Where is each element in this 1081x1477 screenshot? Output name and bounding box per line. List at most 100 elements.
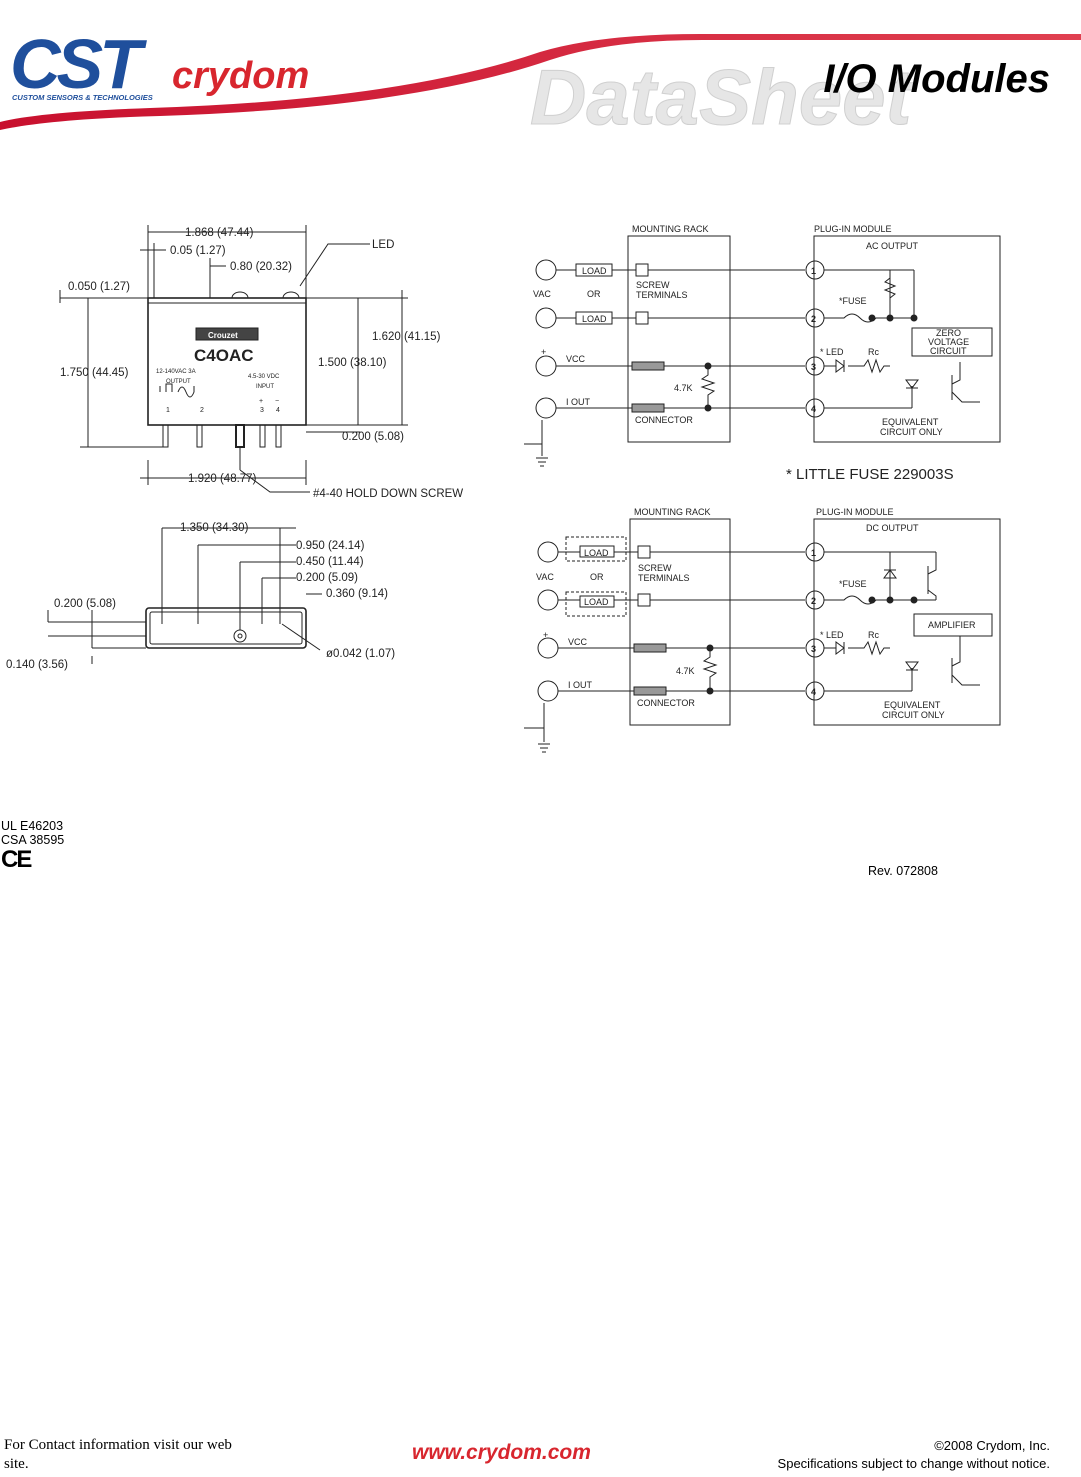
dc-terminals: TERMINALS bbox=[638, 573, 690, 583]
ac-vcc: VCC bbox=[566, 354, 586, 364]
dc-output: DC OUTPUT bbox=[866, 523, 919, 533]
module-output-label: OUTPUT bbox=[166, 379, 191, 385]
dim-1868: 1.868 (47.44) bbox=[185, 227, 254, 239]
module-symbol bbox=[159, 383, 195, 398]
dim-080: 0.80 (20.32) bbox=[230, 261, 292, 273]
dc-equiv: EQUIVALENT bbox=[884, 700, 941, 710]
ac-circuit-only: CIRCUIT ONLY bbox=[880, 427, 943, 437]
mechanical-labels-bottom: 1.350 (34.30) 0.950 (24.14) 0.450 (11.44… bbox=[6, 522, 395, 671]
ac-led: * LED bbox=[820, 347, 844, 357]
schematic-ac-labels: MOUNTING RACK PLUG-IN MODULE AC OUTPUT L… bbox=[533, 224, 969, 483]
footer-contact-line1: For Contact information visit our web bbox=[4, 1437, 232, 1453]
ac-rc: Rc bbox=[868, 347, 879, 357]
dc-amplifier: AMPLIFIER bbox=[928, 620, 976, 630]
dim-0200: 0.200 (5.08) bbox=[342, 431, 404, 443]
dc-connector: CONNECTOR bbox=[637, 698, 695, 708]
footer-notice: Specifications subject to change without… bbox=[777, 1456, 1050, 1471]
module-input-spec: 4.5-30 VDC bbox=[248, 374, 280, 380]
schematic-ac bbox=[524, 235, 1001, 467]
ac-n1: 1 bbox=[811, 266, 816, 276]
technical-drawings: 1.868 (47.44) 0.05 (1.27) 0.80 (20.32) L… bbox=[6, 224, 1001, 753]
header-watermark: DataSheet bbox=[530, 53, 914, 130]
mechanical-labels-side: 1.868 (47.44) 0.05 (1.27) 0.80 (20.32) L… bbox=[60, 227, 463, 500]
pin-4-label: 4 bbox=[276, 407, 280, 414]
mechanical-drawing-side bbox=[59, 225, 408, 493]
dim-1350: 1.350 (34.30) bbox=[180, 522, 249, 534]
pin-plus-label: + bbox=[259, 398, 263, 405]
ac-circuit: CIRCUIT bbox=[930, 346, 967, 356]
dim-1500: 1.500 (38.10) bbox=[318, 357, 387, 369]
ac-iout: I OUT bbox=[566, 397, 591, 407]
dim-0950: 0.950 (24.14) bbox=[296, 540, 365, 552]
dc-load-1: LOAD bbox=[584, 548, 609, 558]
module-input-label: INPUT bbox=[256, 384, 274, 390]
pin-3-label: 3 bbox=[260, 407, 264, 414]
ac-terminals: TERMINALS bbox=[636, 290, 688, 300]
dim-0200b: 0.200 (5.09) bbox=[296, 572, 358, 584]
dc-vac: VAC bbox=[536, 572, 554, 582]
dc-n2: 2 bbox=[811, 596, 816, 606]
mechanical-drawing-bottom bbox=[47, 527, 322, 664]
dc-circuit-only: CIRCUIT ONLY bbox=[882, 710, 945, 720]
dc-n3: 3 bbox=[811, 644, 816, 654]
ac-n2: 2 bbox=[811, 314, 816, 324]
ac-load-2: LOAD bbox=[582, 314, 607, 324]
cst-logo: CST bbox=[10, 25, 147, 103]
certifications: UL E46203 CSA 38595 CE bbox=[1, 819, 64, 873]
dim-1920: 1.920 (48.77) bbox=[188, 473, 257, 485]
screw-callout: #4-40 HOLD DOWN SCREW bbox=[313, 488, 463, 500]
dim-1750: 1.750 (44.45) bbox=[60, 367, 129, 379]
pin-2-label: 2 bbox=[200, 407, 204, 414]
dim-diameter: ø0.042 (1.07) bbox=[326, 648, 395, 660]
footer-contact: For Contact information visit our web si… bbox=[4, 1436, 324, 1474]
ac-n4: 4 bbox=[811, 404, 816, 414]
dc-fuse: *FUSE bbox=[839, 579, 867, 589]
csa-cert: CSA 38595 bbox=[1, 833, 65, 847]
ac-module: PLUG-IN MODULE bbox=[814, 224, 892, 234]
schematic-dc-labels: MOUNTING RACK PLUG-IN MODULE DC OUTPUT L… bbox=[536, 507, 976, 720]
ac-r47: 4.7K bbox=[674, 383, 693, 393]
page-title: I/O Modules bbox=[823, 57, 1050, 101]
schematic-dc bbox=[524, 518, 1001, 753]
module-brand: Crouzet bbox=[208, 331, 238, 340]
header-swoosh bbox=[0, 34, 1081, 130]
page-header: DataSheet I/O Modules CST CUSTOM SENSORS… bbox=[0, 25, 1081, 130]
module-output-spec: 12-140VAC 3A bbox=[156, 369, 196, 375]
dc-load-2: LOAD bbox=[584, 597, 609, 607]
dc-screw: SCREW bbox=[638, 563, 672, 573]
footer-legal: ©2008 Crydom, Inc. Specifications subjec… bbox=[650, 1437, 1050, 1473]
dc-or: OR bbox=[590, 572, 604, 582]
ac-vac: VAC bbox=[533, 289, 551, 299]
ac-output: AC OUTPUT bbox=[866, 241, 919, 251]
ac-rack: MOUNTING RACK bbox=[632, 224, 709, 234]
dc-rc: Rc bbox=[868, 630, 879, 640]
dc-n4: 4 bbox=[811, 687, 816, 697]
ac-zero: ZERO bbox=[936, 328, 961, 338]
footer-url-link[interactable]: www.crydom.com bbox=[412, 1441, 591, 1464]
ac-load-1: LOAD bbox=[582, 266, 607, 276]
pin-1-label: 1 bbox=[166, 407, 170, 414]
ac-fuse: *FUSE bbox=[839, 296, 867, 306]
footer-contact-line2: site. bbox=[4, 1456, 29, 1472]
dim-005: 0.05 (1.27) bbox=[170, 245, 226, 257]
ac-connector: CONNECTOR bbox=[635, 415, 693, 425]
led-callout: LED bbox=[372, 239, 394, 251]
dim-0360: 0.360 (9.14) bbox=[326, 588, 388, 600]
ac-or: OR bbox=[587, 289, 601, 299]
ac-n3: 3 bbox=[811, 362, 816, 372]
dc-rack: MOUNTING RACK bbox=[634, 507, 711, 517]
dc-led: * LED bbox=[820, 630, 844, 640]
crydom-logo: crydom bbox=[172, 55, 309, 97]
ac-screw: SCREW bbox=[636, 280, 670, 290]
fuse-note: * LITTLE FUSE 229003S bbox=[786, 466, 954, 483]
dim-1620: 1.620 (41.15) bbox=[372, 331, 441, 343]
cst-tagline: CUSTOM SENSORS & TECHNOLOGIES bbox=[12, 93, 153, 102]
dc-r47: 4.7K bbox=[676, 666, 695, 676]
dc-vcc: VCC bbox=[568, 637, 588, 647]
dim-0050: 0.050 (1.27) bbox=[68, 281, 130, 293]
ce-mark: CE bbox=[1, 846, 32, 873]
dim-0200c: 0.200 (5.08) bbox=[54, 598, 116, 610]
dc-n1: 1 bbox=[811, 548, 816, 558]
pin-minus-label: − bbox=[275, 398, 279, 405]
dc-plus: + bbox=[543, 630, 548, 640]
